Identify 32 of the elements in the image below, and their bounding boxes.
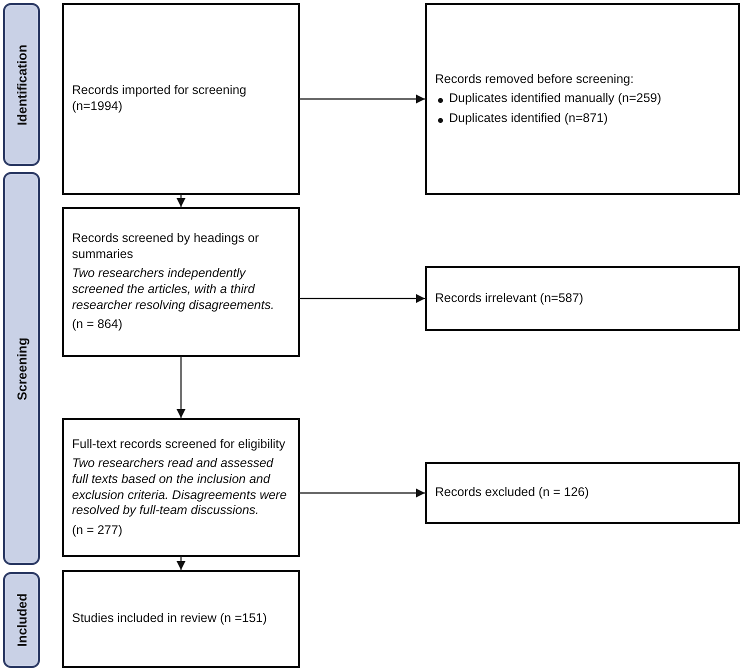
stage-label: Identification [14, 44, 29, 125]
stage-label: Screening [14, 337, 29, 400]
process-box [62, 3, 300, 195]
arrow [176, 195, 186, 207]
box-text: (n = 864) [72, 317, 124, 333]
process-box [425, 266, 740, 331]
process-box [62, 570, 300, 668]
note-text: Two researchers independently screened the articles, with a third researcher resolving disagreements. [72, 266, 276, 314]
bullet-text: Duplicates identified manually (n=259) [449, 91, 662, 106]
stage-band [3, 572, 40, 668]
box-text: (n = 277) [72, 522, 124, 538]
process-box [425, 462, 740, 524]
process-box [62, 207, 300, 357]
arrow [300, 94, 425, 104]
process-box [62, 418, 300, 557]
arrow [300, 488, 425, 498]
arrow [300, 294, 425, 303]
arrow [176, 557, 186, 570]
stage-label: Included [14, 593, 29, 647]
note-text: Two researchers read and assessed full texts based on the inclusion and exclusion criteria. Disagreements were resolved by full-team discussions. [72, 456, 288, 519]
stage-band [3, 3, 40, 166]
process-box [425, 3, 740, 195]
box-text: Records irrelevant (n=587) [435, 290, 584, 306]
box-text: Studies included in review (n =151) [72, 611, 268, 627]
bullet-text: Duplicates identified (n=871) [449, 110, 608, 125]
arrow [176, 357, 186, 418]
box-text: Records excluded (n = 126) [435, 485, 590, 501]
box-text: Records imported for screening (n=1994) [72, 83, 248, 115]
box-text: Full-text records screened for eligibility [72, 436, 286, 452]
box-text: Records screened by headings or summaries [72, 231, 260, 262]
box-text: Records removed before screening: [435, 72, 635, 88]
stage-band [3, 172, 40, 565]
